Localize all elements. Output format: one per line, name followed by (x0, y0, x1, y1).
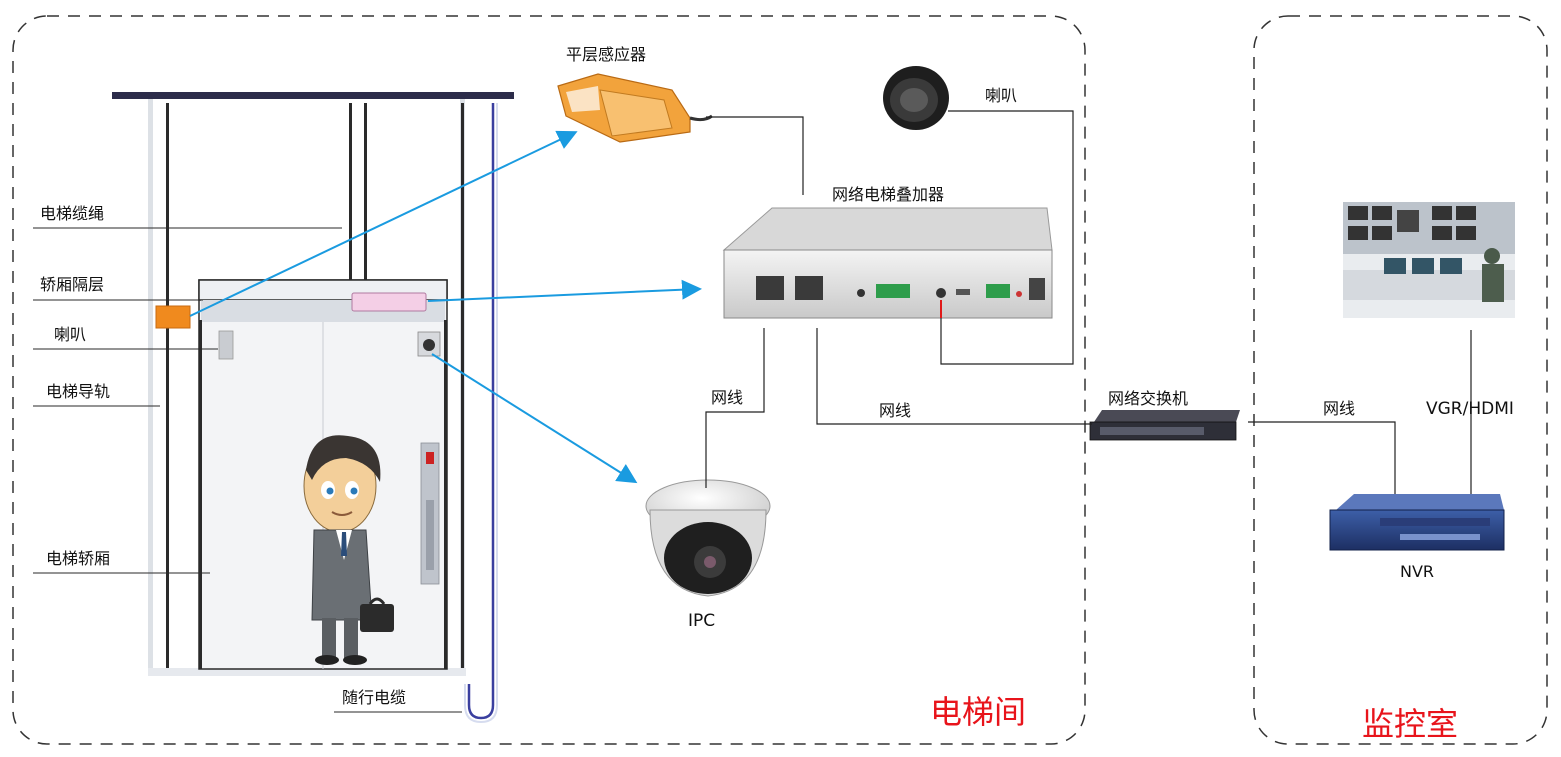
label-speaker: 喇叭 (985, 86, 1017, 105)
ipc-camera-icon (645, 479, 771, 597)
network-switch-icon (1089, 410, 1240, 441)
car-control-panel (420, 442, 440, 585)
blue-arrows (189, 130, 702, 484)
label-ipc: IPC (688, 611, 715, 631)
label-overlay: 网络电梯叠加器 (832, 185, 944, 204)
zone-title-elevator-room: 电梯间 (930, 693, 1026, 731)
label-guide-rail: 电梯导轨 (46, 382, 110, 401)
label-rope: 电梯缆绳 (40, 204, 104, 223)
elevator-room-frame (12, 15, 1086, 745)
label-car: 电梯轿厢 (46, 549, 110, 568)
speaker-icon (883, 66, 949, 130)
label-cable-ipc: 网线 (711, 388, 743, 407)
passenger-figure-icon (303, 435, 394, 665)
car-level-sensor (155, 305, 191, 329)
label-trailing-cable: 随行电缆 (342, 688, 406, 707)
nvr-device-icon (1329, 494, 1505, 551)
car-overlay-device (351, 292, 427, 312)
overlay-device-icon (722, 207, 1053, 319)
monitor-room-photo-icon (1343, 202, 1515, 318)
elevator-leader-lines (33, 227, 462, 713)
zone-title-monitor-room: 监控室 (1362, 705, 1458, 743)
label-car-speaker: 喇叭 (54, 325, 86, 344)
label-car-partition: 轿厢隔层 (40, 275, 104, 294)
car-camera-icon (417, 331, 441, 357)
elevator-shaft (112, 92, 514, 724)
car-speaker-grille (218, 330, 234, 360)
label-nvr: NVR (1400, 562, 1434, 581)
label-level-sensor: 平层感应器 (566, 45, 646, 64)
label-video-out: VGR/HDMI (1426, 399, 1514, 419)
level-sensor-icon (557, 73, 713, 143)
label-cable-overlay: 网线 (879, 401, 911, 420)
label-switch: 网络交换机 (1108, 389, 1188, 408)
label-cable-nvr: 网线 (1323, 399, 1355, 418)
monitor-room-frame (1253, 15, 1548, 745)
connection-lines (705, 110, 1472, 494)
